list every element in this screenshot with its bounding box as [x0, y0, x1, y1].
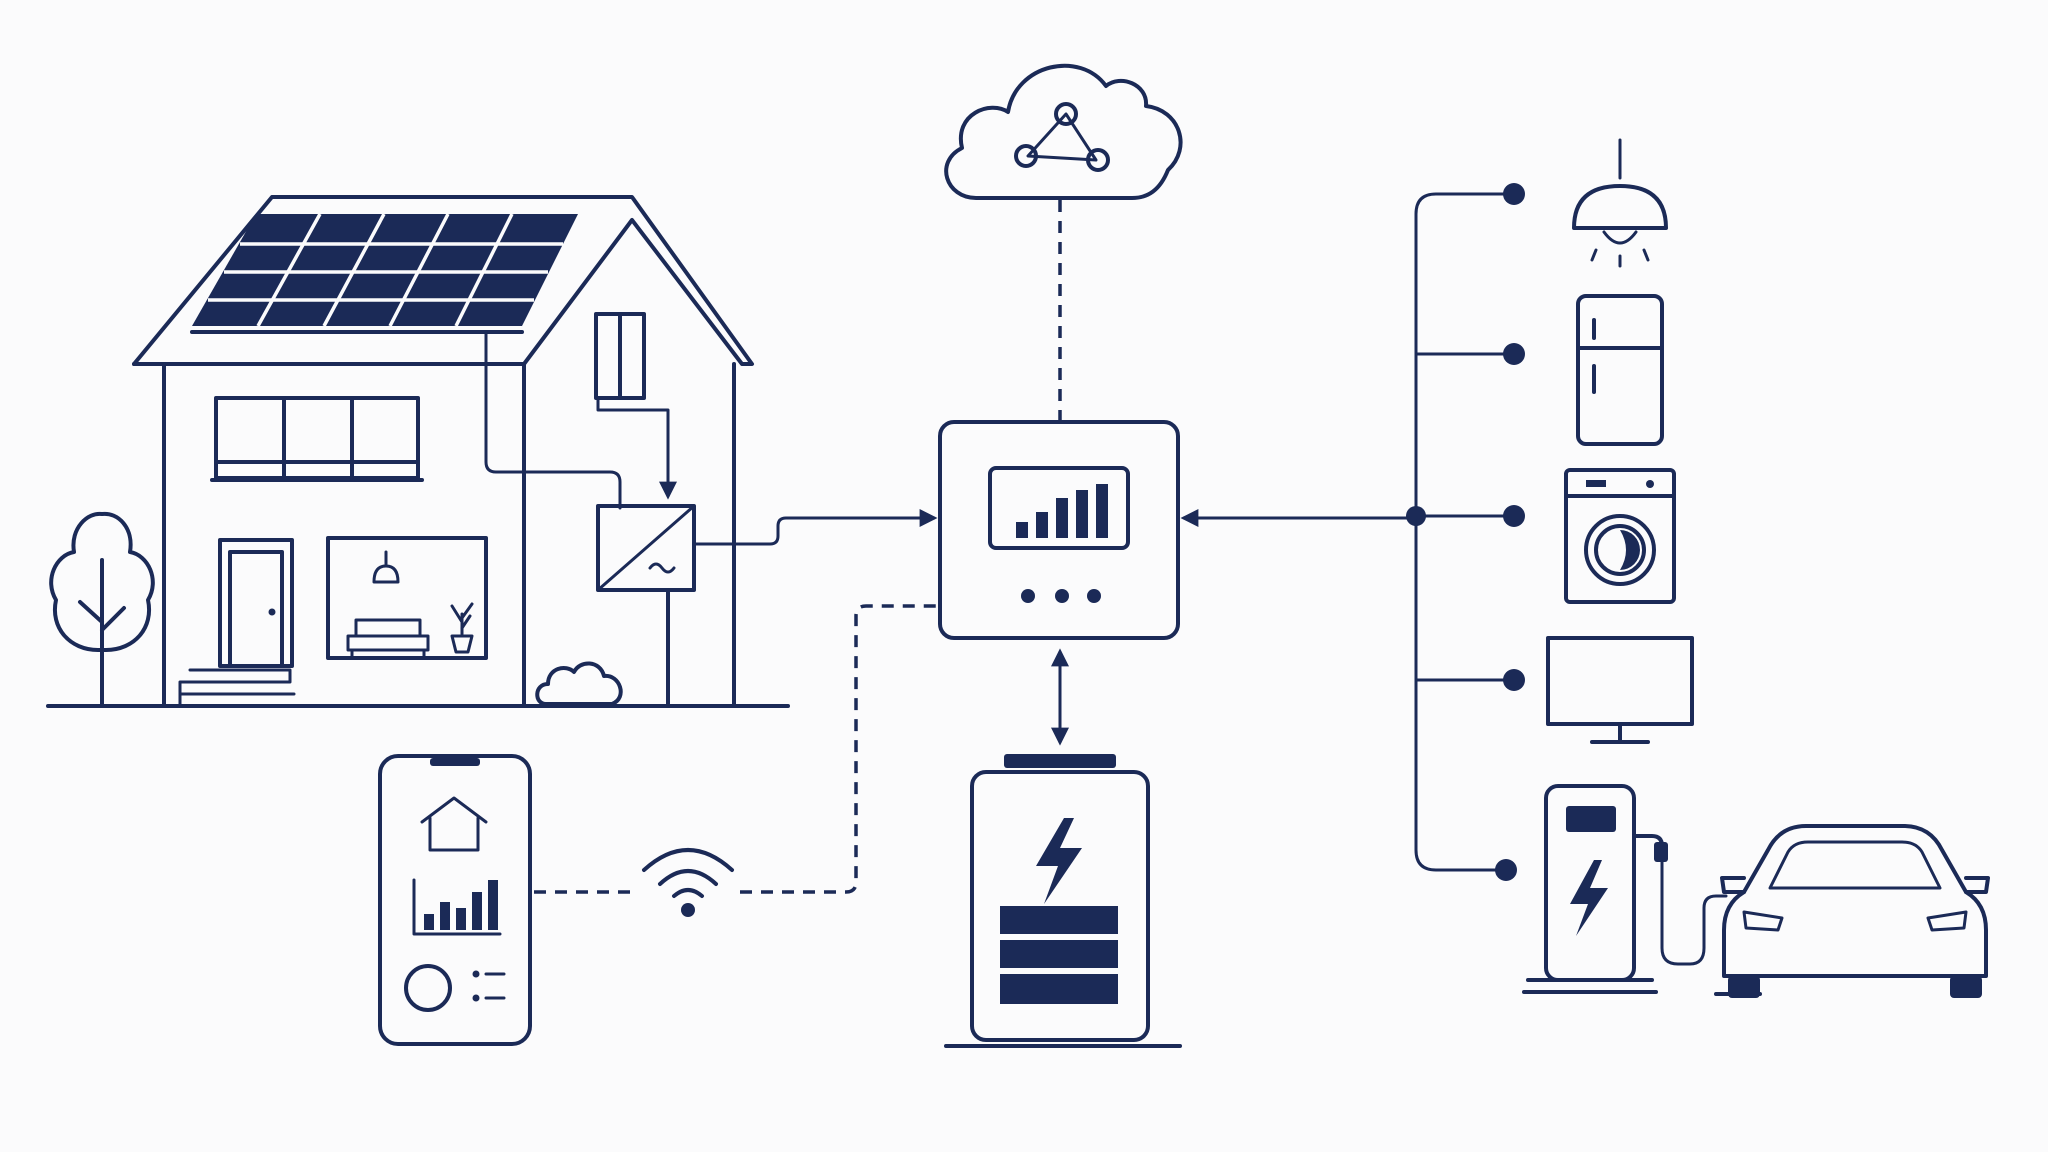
cloud-network-icon — [944, 63, 1183, 200]
ev-charger-icon — [1522, 784, 1668, 994]
loads-bus — [1406, 183, 1525, 881]
refrigerator-icon — [1576, 294, 1664, 446]
solar-panel-icon — [190, 213, 578, 334]
bush-icon — [535, 661, 623, 706]
television-icon — [1546, 636, 1694, 744]
charging-cable — [1660, 860, 1728, 966]
washing-machine-icon — [1564, 468, 1676, 604]
smartphone-app-icon — [378, 754, 532, 1046]
tree-icon — [49, 511, 155, 706]
ceiling-lamp-icon — [1572, 138, 1668, 268]
inverter-to-hub-line — [692, 509, 938, 546]
phone-to-hub-link — [534, 604, 936, 894]
battery-storage-icon — [944, 754, 1182, 1048]
wifi-icon — [642, 848, 734, 917]
inverter-icon — [596, 504, 696, 708]
electric-car-icon — [1714, 824, 1990, 998]
solar-to-inverter-wire — [484, 332, 677, 510]
energy-management-hub-icon — [938, 420, 1180, 640]
house-with-solar-panels-icon — [132, 195, 754, 708]
